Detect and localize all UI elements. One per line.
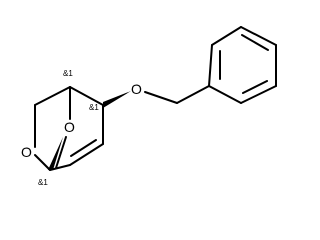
wedge-c1-bridge [48,137,63,170]
benzene-bond-2 [211,26,242,46]
bond-c3-c2 [69,143,104,166]
wedge-c4-oxygen [103,91,131,108]
benzene-bond-6 [208,85,242,104]
bond-o-ch2 [144,91,178,104]
bond-ch2-ring [176,85,210,104]
benzene-bond-5 [240,85,277,104]
stereo-label-right: &1 [89,103,99,112]
atom-oxygen-ether: O [131,81,142,97]
benzene-inner-2 [241,34,269,51]
benzene-bond-1 [208,44,213,87]
bond-bridge-o-c1 [55,136,67,169]
molecule-diagram: O O O &1 &1 &1 [21,26,277,187]
bond-c3-c2-double [70,139,97,157]
benzene-bond-3 [240,26,277,46]
atom-oxygen-ring: O [21,144,32,160]
atom-oxygen-bridge: O [64,119,75,135]
bond-c5-c4 [69,86,104,106]
stereo-label-top: &1 [63,69,73,78]
bond-c2-c1 [49,164,71,171]
bond-c6-c5 [34,86,71,106]
benzene-inner-3 [242,80,268,94]
bond-o-left-c1 [34,154,51,171]
stereo-label-bottom: &1 [38,178,48,187]
